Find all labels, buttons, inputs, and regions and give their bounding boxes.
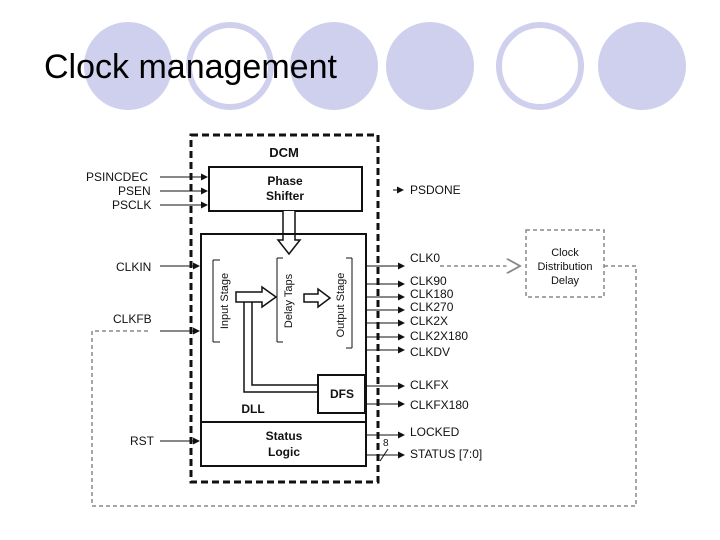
clk2x180-label: CLK2X180: [410, 329, 468, 343]
decorative-circle-6: [598, 22, 686, 110]
clk180-label: CLK180: [410, 287, 454, 301]
status-logic-label-2: Logic: [268, 445, 300, 459]
status-bus-slash: [379, 448, 389, 462]
psen-label: PSEN: [118, 184, 151, 198]
input-to-delay-arrow: [235, 285, 278, 309]
clk0-label: CLK0: [410, 251, 440, 265]
delay-to-output-arrow: [303, 287, 332, 309]
psdone-label: PSDONE: [410, 183, 461, 197]
clk2x-label: CLK2X: [410, 314, 448, 328]
clkfb-label: CLKFB: [113, 312, 152, 326]
status-logic-label-1: Status: [266, 429, 303, 443]
output-stage-bracket: [346, 257, 353, 349]
clock-distribution-block: [525, 229, 605, 298]
phase-shift-arrow: [276, 211, 302, 256]
delay-taps-bracket: [276, 257, 283, 343]
phase-shifter-label-1: Phase: [267, 174, 303, 188]
status-bus-width: 8: [383, 438, 389, 449]
input-stage-label: Input Stage: [219, 273, 231, 329]
decorative-circle-1: [84, 22, 172, 110]
clkdv-label: CLKDV: [410, 345, 450, 359]
status-label: STATUS [7:0]: [410, 447, 482, 461]
slide-title: Clock management: [44, 48, 337, 86]
phase-shifter-label-2: Shifter: [266, 189, 304, 203]
dcm-label: DCM: [269, 145, 299, 160]
dfs-label: DFS: [330, 387, 354, 401]
decorative-circle-2: [186, 22, 274, 110]
dfs-block: [317, 374, 366, 414]
decorative-circle-5: [496, 22, 584, 110]
output-stage-label: Output Stage: [335, 273, 347, 338]
decorative-circle-3: [290, 22, 378, 110]
clkin-label: CLKIN: [116, 260, 151, 274]
dcm-boundary: [189, 133, 380, 484]
dll-label: DLL: [241, 402, 264, 416]
rst-label: RST: [130, 434, 155, 448]
status-logic-block: [200, 421, 367, 467]
decorative-circle-4: [386, 22, 474, 110]
clock-dist-label-2: Distribution: [537, 261, 592, 273]
clkfx-label: CLKFX: [410, 378, 449, 392]
clock-dist-label-3: Delay: [551, 275, 580, 287]
locked-label: LOCKED: [410, 425, 460, 439]
input-stage-bracket: [212, 259, 220, 343]
delay-taps-label: Delay Taps: [283, 273, 295, 328]
clk270-label: CLK270: [410, 300, 454, 314]
clock-dist-label-1: Clock: [551, 247, 579, 259]
clkfx180-label: CLKFX180: [410, 398, 469, 412]
psclk-label: PSCLK: [112, 198, 151, 212]
clk90-label: CLK90: [410, 274, 447, 288]
dfs-feedback-path: [243, 302, 318, 393]
psincdec-label: PSINCDEC: [86, 170, 148, 184]
